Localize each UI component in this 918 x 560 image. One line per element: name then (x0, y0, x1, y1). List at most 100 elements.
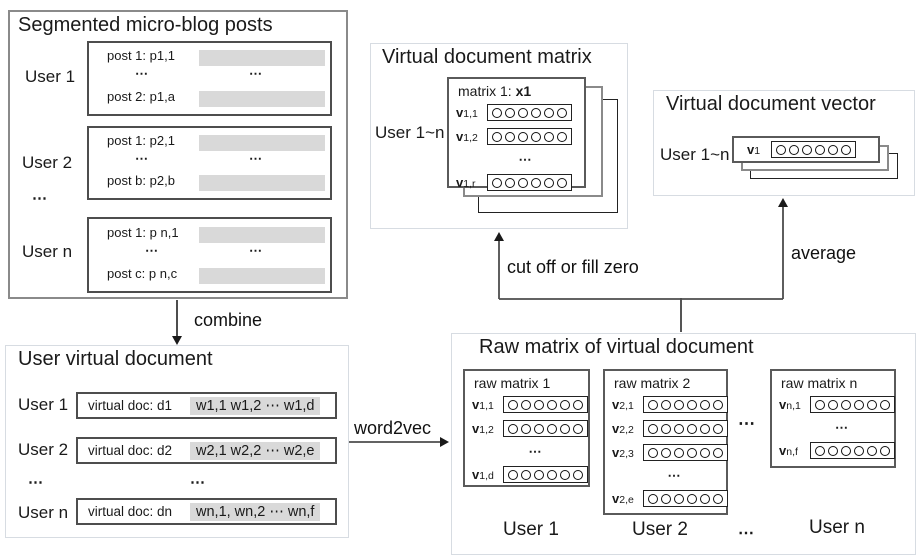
vector-row-circles (503, 420, 588, 437)
circle (661, 493, 671, 504)
vector-row-circles (810, 442, 895, 459)
vector-row: vn,f (779, 442, 895, 459)
vector-row-label: v2,e (612, 491, 634, 506)
vector-row: v2,3 (612, 444, 728, 461)
circle (492, 131, 502, 142)
circle (674, 447, 684, 458)
raw-cards-ellipsis: ⋯ (738, 414, 756, 433)
circle (713, 493, 723, 504)
circle (521, 423, 531, 434)
raw-matrix-card-title: raw matrix n (781, 375, 858, 391)
matrix-card-title: matrix 1: x1 (458, 83, 532, 99)
cutoff-label: cut off or fill zero (507, 257, 639, 277)
post-ellipsis: ⋯ (135, 66, 149, 81)
post-label: post 1: p n,1 (107, 225, 179, 240)
circle (674, 399, 684, 410)
segmented-usern-label: User n (22, 242, 73, 261)
circle (880, 399, 890, 410)
word2vec-label: word2vec (354, 418, 432, 438)
vector-row-label: v2,2 (612, 421, 634, 436)
circle (815, 399, 825, 410)
circle (547, 469, 557, 480)
circle (518, 177, 528, 188)
circle (854, 445, 864, 456)
post-label: post 1: p2,1 (107, 133, 175, 148)
circle (713, 423, 723, 434)
raw-matrix-card-n: raw matrix n vn,1⋯vn,f (770, 369, 896, 468)
vector-row-circles (643, 490, 728, 507)
circle (505, 107, 515, 118)
vector-row-circles (643, 420, 728, 437)
rows-ellipsis: ⋯ (518, 152, 533, 167)
vector-row-label: v2,3 (612, 445, 634, 460)
circle (661, 447, 671, 458)
circle (547, 399, 557, 410)
circle (841, 399, 851, 410)
doc-label: virtual doc: dn (88, 504, 173, 519)
average-label: average (791, 243, 857, 263)
vector-row-label: v2,1 (612, 397, 634, 412)
vector-row: v1,1 (456, 104, 584, 121)
vector-row-circles (487, 174, 572, 191)
raw-users-ellipsis: ⋯ (738, 525, 755, 542)
circle (492, 107, 502, 118)
vector-row: v1,d (472, 466, 588, 483)
circle (508, 423, 518, 434)
post-content-bar (199, 50, 325, 66)
circle (828, 445, 838, 456)
combine-label: combine (194, 310, 263, 330)
segmented-users-ellipsis: ⋯ (32, 190, 48, 207)
circle (508, 469, 518, 480)
vector-row-label: v1,1 (456, 105, 478, 120)
raw-matrix-card-title: raw matrix 1 (474, 375, 551, 391)
doc-words-highlight: w1,1 w1,2 ⋯ w1,d (190, 396, 321, 415)
circle (687, 493, 697, 504)
vector-row-label: vn,f (779, 443, 798, 458)
post-ellipsis: ⋯ (249, 151, 263, 166)
post-ellipsis: ⋯ (249, 243, 263, 258)
vector-row: v2,e (612, 490, 728, 507)
vector-row-circles (487, 104, 572, 121)
post-ellipsis: ⋯ (135, 151, 149, 166)
circle (815, 445, 825, 456)
circle (521, 469, 531, 480)
vector-row-label: v1,2 (456, 129, 478, 144)
circle (661, 423, 671, 434)
raw-user1-label: User 1 (503, 519, 559, 540)
doc-user2-label: User 2 (18, 440, 69, 459)
vector-row-circles (643, 396, 728, 413)
circle (841, 144, 852, 155)
post-label: post b: p2,b (107, 173, 175, 188)
doc-users-ellipsis: ⋯ (28, 474, 44, 491)
doc-words-highlight: wn,1, wn,2 ⋯ wn,f (190, 502, 321, 521)
circle (557, 107, 567, 118)
circle (815, 144, 826, 155)
circle (841, 445, 851, 456)
circle (547, 423, 557, 434)
circle (544, 107, 554, 118)
circle (560, 399, 570, 410)
vector-card: v1 (732, 136, 880, 163)
raw-matrix-title: Raw matrix of virtual document (479, 336, 754, 358)
post-content-bar (199, 268, 325, 284)
segmented-user2-posts: post 1: p2,1 ⋯ ⋯ post b: p2,b (87, 126, 332, 200)
vector-row-label: v1,1 (472, 397, 494, 412)
user-virtual-document-title: User virtual document (18, 348, 213, 370)
circle (573, 469, 583, 480)
circle (700, 423, 710, 434)
circle (531, 131, 541, 142)
vector-row-circles (643, 444, 728, 461)
post-ellipsis: ⋯ (145, 243, 159, 258)
circle (518, 107, 528, 118)
circle (534, 423, 544, 434)
circle (521, 399, 531, 410)
doc-middle-ellipsis: ⋯ (190, 474, 206, 491)
vector-card-label: v1 (747, 142, 761, 157)
rows-ellipsis: ⋯ (528, 444, 543, 459)
circle (508, 399, 518, 410)
circle (557, 177, 567, 188)
